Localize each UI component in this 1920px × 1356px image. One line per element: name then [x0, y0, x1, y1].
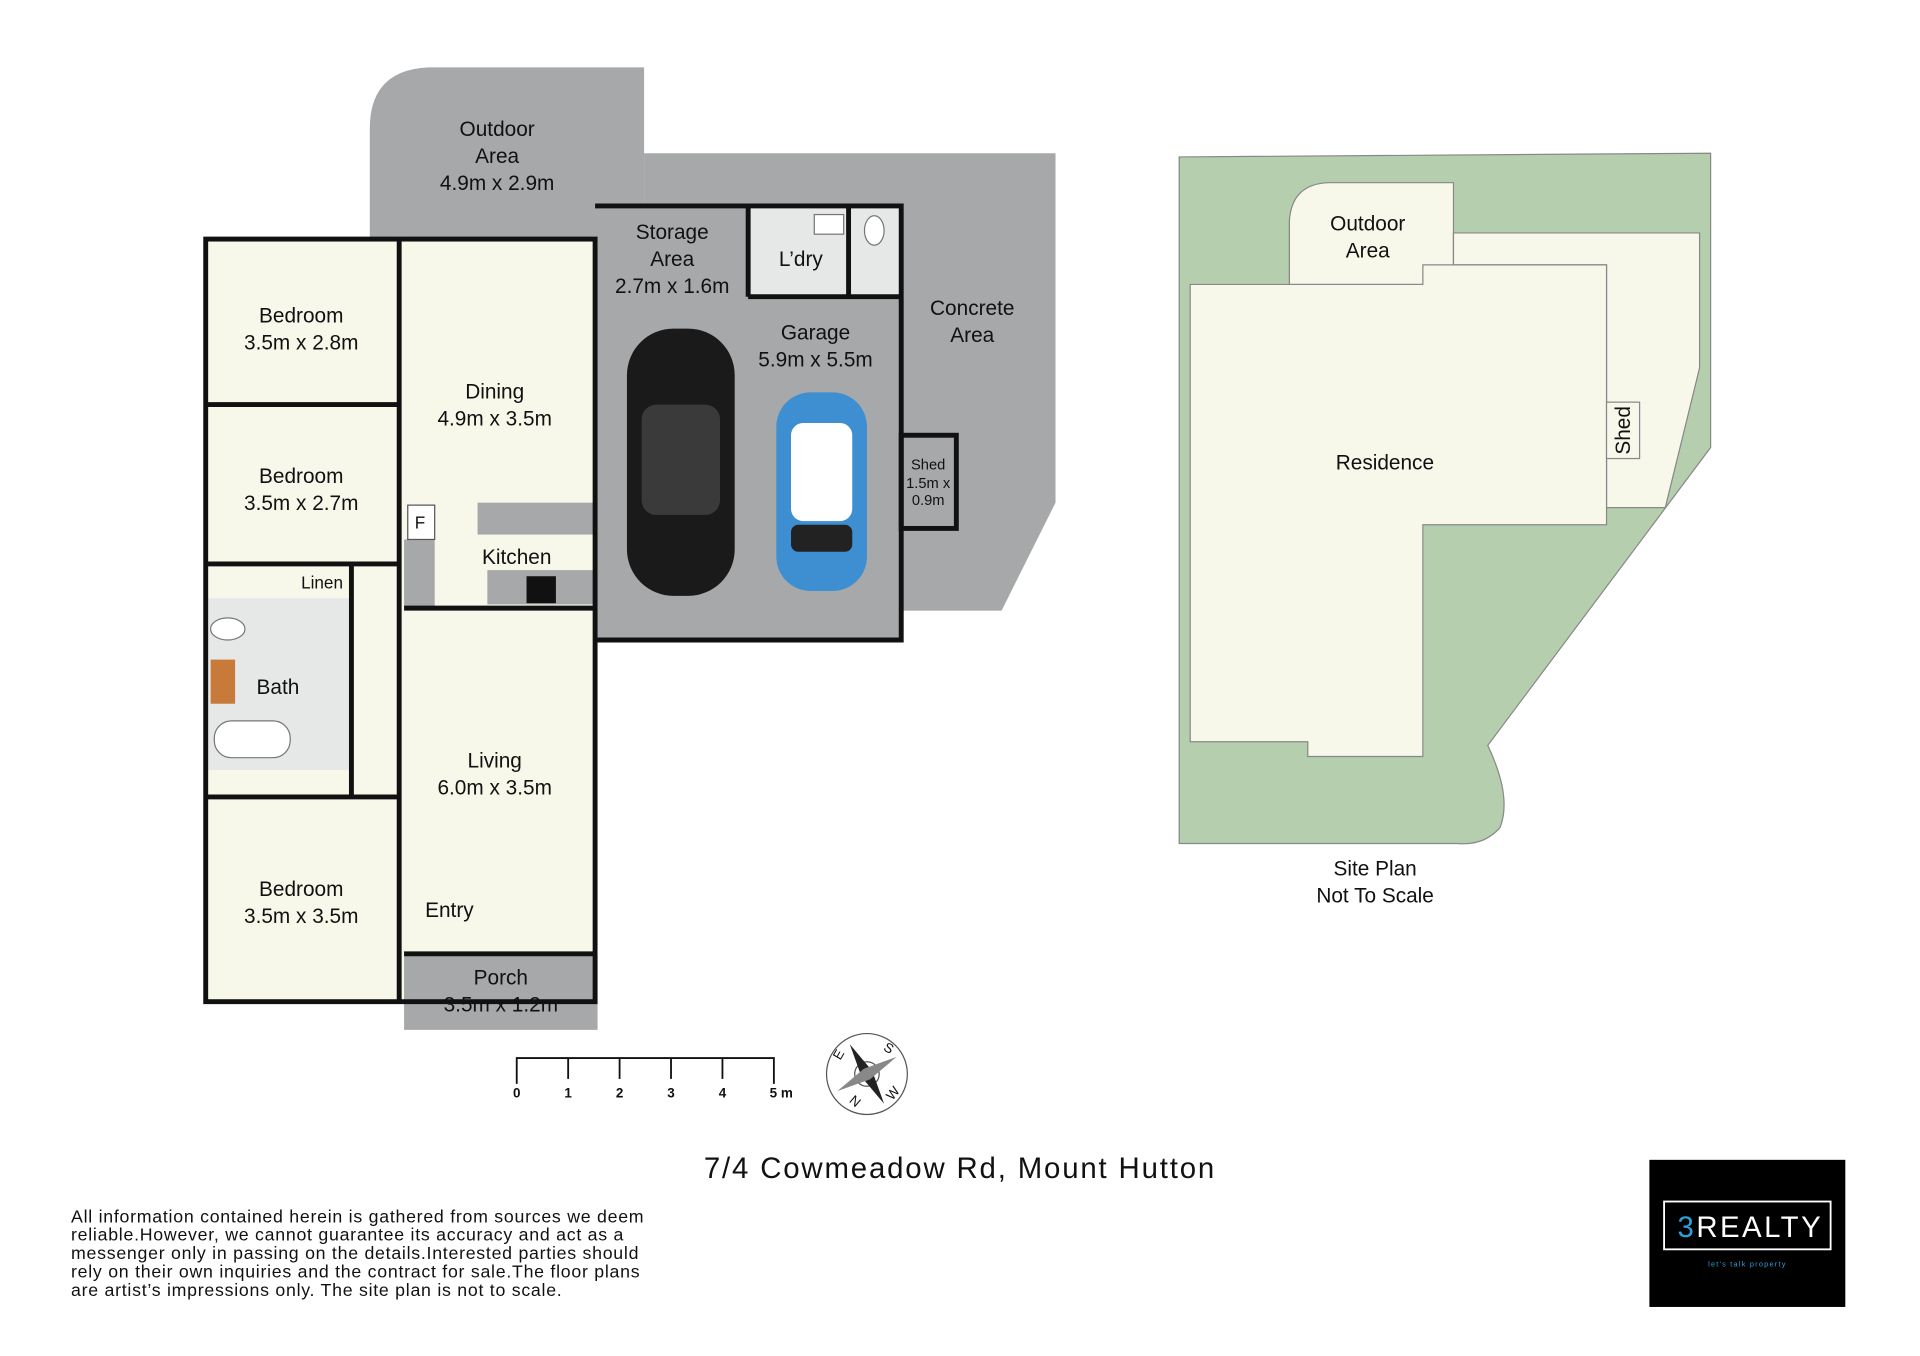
laundry-tub-icon: [813, 213, 845, 235]
vanity-icon: [210, 659, 236, 704]
svg-text:are artist’s impressions only.: are artist’s impressions only. The site …: [71, 1280, 562, 1300]
3realty-logo: 3REALTY let's talk property: [1649, 1159, 1846, 1307]
svg-text:3REALTY: 3REALTY: [1678, 1211, 1824, 1244]
bedroom1-dims: 3.5m x 2.8m: [244, 331, 358, 354]
disclaimer: All information contained herein is gath…: [71, 1206, 644, 1300]
svg-text:messenger only in passing on t: messenger only in passing on the details…: [71, 1243, 639, 1263]
site-plan-caption: Site Plan: [1333, 857, 1416, 880]
dining-dims: 4.9m x 3.5m: [437, 407, 551, 430]
svg-text:reliable.However, we cannot gu: reliable.However, we cannot guarantee it…: [71, 1225, 624, 1245]
concrete-label-2: Area: [950, 324, 994, 347]
scale-tick-1: 1: [564, 1085, 572, 1100]
fridge-label: F: [415, 512, 425, 532]
dining-label: Dining: [465, 380, 524, 403]
svg-text:let's talk property: let's talk property: [1708, 1259, 1787, 1268]
entry-label: Entry: [425, 899, 474, 922]
bedroom3-label: Bedroom: [259, 878, 343, 901]
storage-label: Storage: [636, 221, 709, 244]
property-address: 7/4 Cowmeadow Rd, Mount Hutton: [704, 1152, 1216, 1185]
fridge-space: [404, 539, 435, 607]
scale-tick-2: 2: [616, 1085, 623, 1100]
porch-floor: [404, 953, 598, 1030]
toilet-icon: [210, 617, 246, 641]
scale-tick-5: 5 m: [770, 1085, 793, 1100]
site-outdoor-label: Outdoor: [1330, 212, 1405, 235]
site-plan: [1178, 152, 1712, 845]
shed-dims-2: 0.9m: [912, 493, 945, 509]
concrete-label: Concrete: [930, 297, 1014, 320]
residence-label: Residence: [1336, 452, 1434, 475]
bathtub-icon: [213, 720, 291, 759]
cooktop-icon: [526, 576, 556, 604]
kitchen-bench: [477, 502, 596, 535]
outdoor-label-2: Area: [475, 145, 519, 168]
storage-label-2: Area: [650, 248, 694, 271]
laundry-label: L’dry: [779, 248, 824, 271]
scale-tick-3: 3: [667, 1085, 674, 1100]
outdoor-dims: 4.9m x 2.9m: [440, 172, 554, 195]
blue-car-icon: [776, 392, 867, 591]
living-label: Living: [468, 749, 522, 772]
compass-icon: N E S W: [825, 1032, 908, 1116]
concrete-area: [644, 153, 1056, 611]
storage-dims: 2.7m x 1.6m: [615, 275, 729, 298]
black-car-icon: [626, 328, 735, 596]
linen-label: Linen: [301, 572, 343, 592]
scale-tick-4: 4: [719, 1085, 727, 1100]
garage-label: Garage: [781, 322, 850, 345]
bedroom1-label: Bedroom: [259, 304, 343, 327]
site-outdoor-label-2: Area: [1346, 239, 1390, 262]
outdoor-area: [369, 67, 645, 240]
scale-tick-0: 0: [513, 1085, 520, 1100]
not-to-scale-caption: Not To Scale: [1316, 884, 1434, 907]
svg-text:rely on their own inquiries an: rely on their own inquiries and the cont…: [71, 1262, 640, 1282]
bedroom2-dims: 3.5m x 2.7m: [244, 492, 358, 515]
laundry-toilet-icon: [863, 215, 885, 246]
living-dims: 6.0m x 3.5m: [437, 776, 551, 799]
kitchen-label: Kitchen: [482, 546, 551, 569]
site-shed-label: Shed: [1612, 406, 1635, 455]
shed-label: Shed: [911, 458, 945, 474]
shed-dims-1: 1.5m x: [906, 476, 951, 492]
bedroom3-dims: 3.5m x 3.5m: [244, 905, 358, 928]
svg-text:All information contained here: All information contained herein is gath…: [71, 1206, 644, 1226]
bedroom2-label: Bedroom: [259, 465, 343, 488]
scale-bar: [515, 1057, 775, 1084]
outdoor-label: Outdoor: [460, 118, 535, 141]
garage-dims: 5.9m x 5.5m: [758, 349, 872, 372]
walls: [203, 203, 959, 1005]
porch-dims: 3.5m x 1.2m: [444, 993, 558, 1016]
porch-label: Porch: [474, 966, 528, 989]
bath-label: Bath: [257, 676, 300, 699]
